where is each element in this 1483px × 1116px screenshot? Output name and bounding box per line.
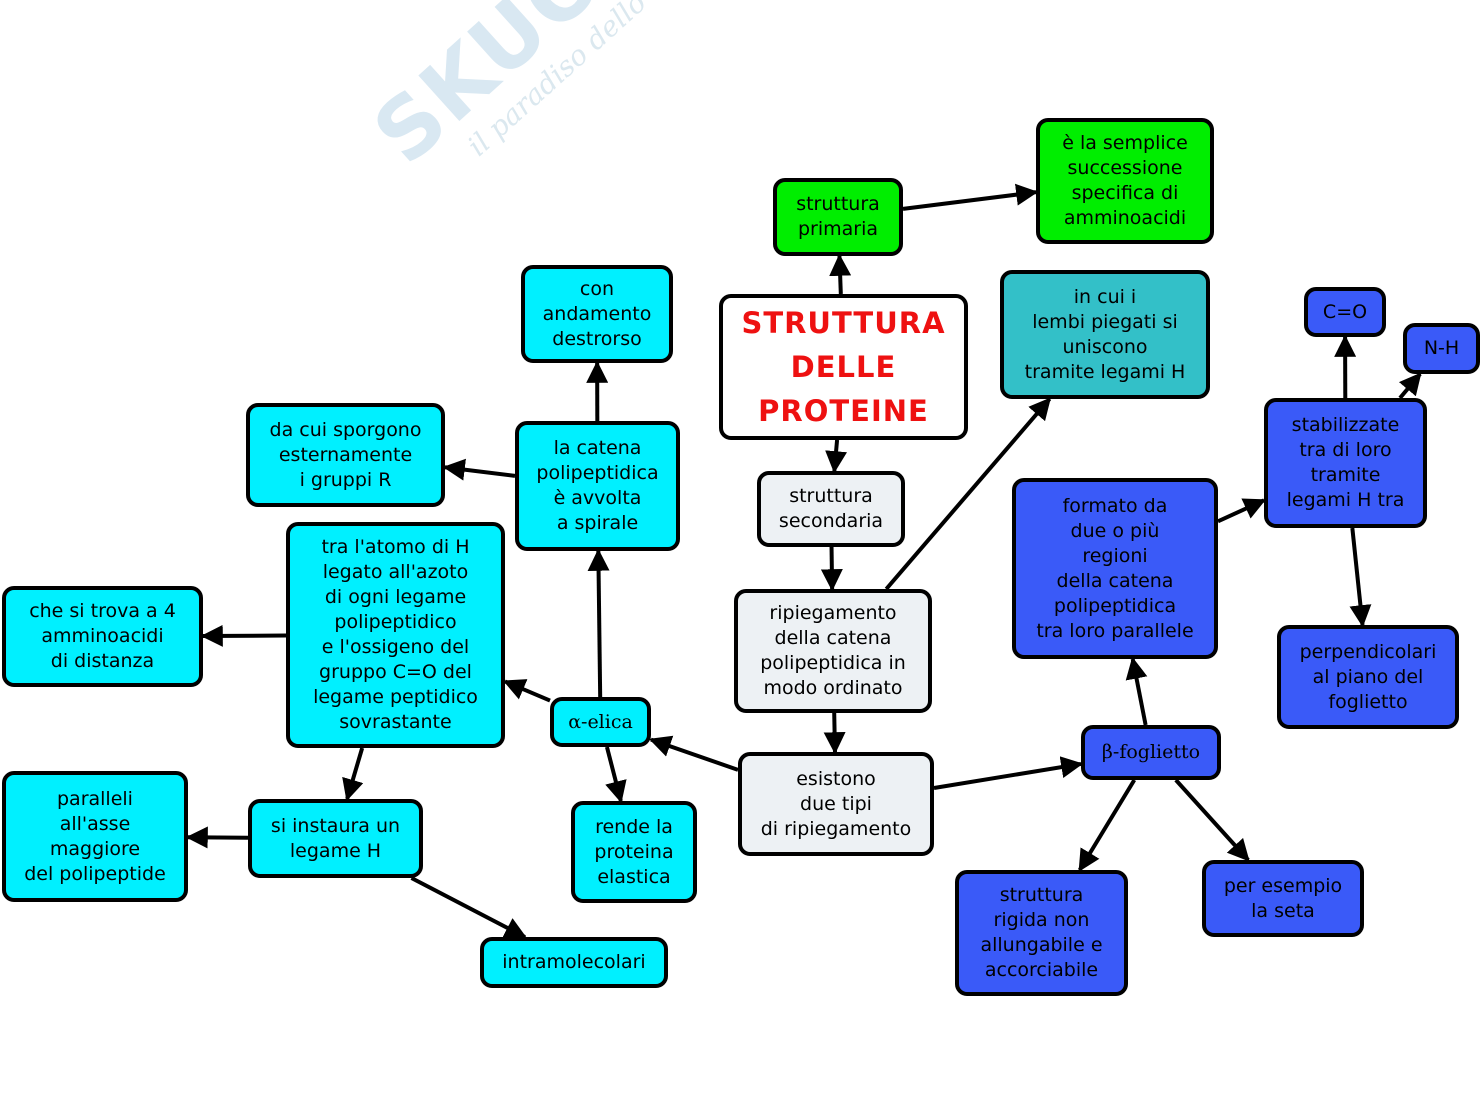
node-struttura-primaria: struttura primaria: [773, 178, 903, 256]
node-alfa-elica: α-elica: [550, 697, 651, 747]
node-primaria-definition: è la semplice successione specifica di a…: [1036, 118, 1214, 244]
arrow-due_tipi-to-beta: [933, 756, 1084, 790]
arrow-title-to-secondaria: [825, 439, 848, 474]
node-catena-spirale: la catena polipeptidica è avvolta a spir…: [515, 421, 680, 551]
node-beta-foglietto: β-foglietto: [1081, 725, 1221, 780]
title-node: STRUTTURA DELLE PROTEINE: [719, 294, 968, 440]
node-atomo-h: tra l'atomo di H legato all'azoto di ogn…: [286, 522, 505, 748]
node-andamento-destrorso: con andamento destrorso: [521, 265, 673, 363]
node-perpendicolari: perpendicolari al piano del foglietto: [1277, 625, 1459, 729]
arrow-secondaria-to-ripiegamento: [820, 546, 843, 592]
node-due-tipi: esistono due tipi di ripiegamento: [738, 752, 934, 856]
node-legame-h: si instaura un legame H: [248, 799, 423, 878]
arrow-formato_da-to-stabilizzate: [1217, 498, 1267, 524]
arrow-alfa-to-elastica: [605, 746, 627, 804]
arrow-beta-to-rigida: [1078, 778, 1137, 872]
node-stabilizzate: stabilizzate tra di loro tramite legami …: [1264, 398, 1427, 528]
node-struttura-rigida: struttura rigida non allungabile e accor…: [955, 870, 1128, 996]
node-quattro-amminoacidi: che si trova a 4 amminoacidi di distanza: [2, 586, 203, 687]
node-struttura-secondaria: struttura secondaria: [757, 471, 905, 547]
node-lembi-piegati: in cui i lembi piegati si uniscono trami…: [1000, 270, 1210, 399]
node-intramolecolari: intramolecolari: [480, 937, 668, 988]
node-n-h: N-H: [1403, 323, 1480, 374]
arrow-legame_h-to-intramolecolari: [410, 876, 527, 939]
node-gruppi-r: da cui sporgono esternamente i gruppi R: [246, 403, 445, 507]
node-proteina-elastica: rende la proteina elastica: [571, 801, 697, 903]
arrow-primaria-to-primaria_def: [902, 183, 1039, 211]
arrow-atomo_h-to-legame_h: [342, 747, 365, 802]
arrow-alfa-to-atomo_h: [502, 679, 551, 703]
arrow-catena_spirale-to-gruppi_r: [442, 458, 516, 481]
node-paralleli-asse: paralleli all'asse maggiore del polipept…: [2, 771, 188, 902]
arrow-alfa-to-catena_spirale: [587, 548, 610, 698]
node-c-o: C=O: [1304, 287, 1386, 337]
node-ripiegamento: ripiegamento della catena polipeptidica …: [734, 589, 932, 713]
arrow-stabilizzate-to-nh: [1398, 372, 1422, 400]
arrow-ripiegamento-to-due_tipi: [823, 712, 846, 755]
diagram-title: STRUTTURA DELLE PROTEINE: [741, 306, 946, 428]
node-esempio-seta: per esempio la seta: [1202, 860, 1364, 937]
arrow-beta-to-formato_da: [1125, 656, 1148, 726]
arrow-due_tipi-to-alfa: [648, 735, 739, 772]
arrow-beta-to-seta: [1174, 778, 1250, 862]
arrow-title-to-primaria: [829, 253, 852, 295]
arrow-ripiegamento-to-lembi: [884, 397, 1052, 591]
node-formato-da: formato da due o più regioni della caten…: [1012, 478, 1218, 659]
arrow-stabilizzate-to-perpendicolari: [1349, 527, 1372, 628]
